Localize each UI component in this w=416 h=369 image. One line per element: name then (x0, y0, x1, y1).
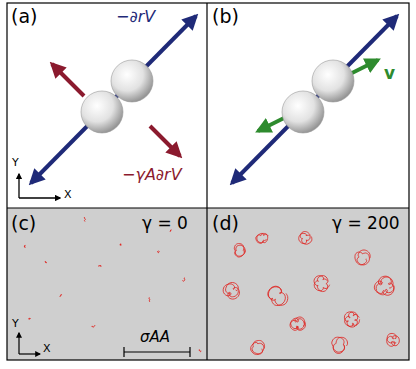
scale-bar (189, 347, 190, 357)
trajectory (92, 325, 95, 327)
force-arrow (31, 16, 196, 183)
axis-arrow (19, 353, 40, 354)
trajectory (45, 262, 46, 264)
trajectory (314, 276, 330, 292)
particle (111, 60, 153, 102)
trajectory (182, 278, 185, 281)
parameter-label: γ = 0 (142, 214, 188, 234)
trajectory (256, 233, 268, 243)
panel-b (207, 3, 409, 208)
panel-letter: (a) (11, 6, 37, 28)
transverse-arrow (52, 64, 84, 96)
trajectory (157, 251, 159, 253)
force-label: −∂rV (116, 8, 155, 26)
transverse-arrow (150, 126, 180, 156)
axis-label: Y (12, 157, 19, 170)
axis-label: X (64, 189, 72, 202)
scale-bar (123, 347, 124, 357)
divider (206, 3, 207, 360)
trajectory (387, 333, 400, 346)
axis-arrow (19, 197, 60, 198)
trajectory (234, 244, 245, 258)
force-label: −γA∂rV (122, 166, 182, 184)
panel-b-art (232, 16, 397, 183)
trajectory (98, 265, 101, 267)
trajectory (251, 340, 265, 354)
trajectory (199, 350, 201, 352)
force-arrow (232, 16, 397, 183)
panel-letter: (c) (11, 213, 36, 235)
trajectory (355, 250, 370, 265)
trajectory (120, 244, 121, 246)
trajectory (290, 317, 305, 330)
axis-label: X (43, 343, 51, 356)
velocity-label: v (384, 64, 395, 84)
trajectory (374, 276, 394, 295)
trajectory (149, 298, 150, 302)
axis-label: Y (12, 318, 19, 331)
panel-a (7, 3, 207, 208)
trajectory (60, 294, 61, 297)
parameter-label: γ = 200 (332, 214, 400, 234)
divider (7, 207, 409, 208)
trajectory (268, 286, 288, 305)
trajectory (223, 283, 239, 300)
panel-c (7, 208, 207, 360)
particle (282, 91, 324, 133)
panel-a-art (19, 16, 196, 198)
scale-bar (124, 351, 190, 352)
axis-arrow (18, 174, 19, 198)
trajectory (344, 312, 359, 327)
particle (81, 91, 123, 133)
frame (7, 3, 409, 360)
axis-arrow (18, 333, 19, 354)
trajectories (24, 217, 399, 354)
panel-letter: (d) (212, 213, 239, 235)
trajectory (24, 245, 25, 247)
scale-label: σAA (140, 329, 170, 346)
trajectory (299, 232, 312, 245)
velocity-arrow (350, 60, 378, 74)
panel-d (207, 208, 409, 360)
particle (312, 60, 354, 102)
trajectory (332, 337, 348, 353)
panel-letter: (b) (212, 6, 239, 28)
trajectory (84, 217, 85, 221)
trajectory (29, 318, 31, 320)
